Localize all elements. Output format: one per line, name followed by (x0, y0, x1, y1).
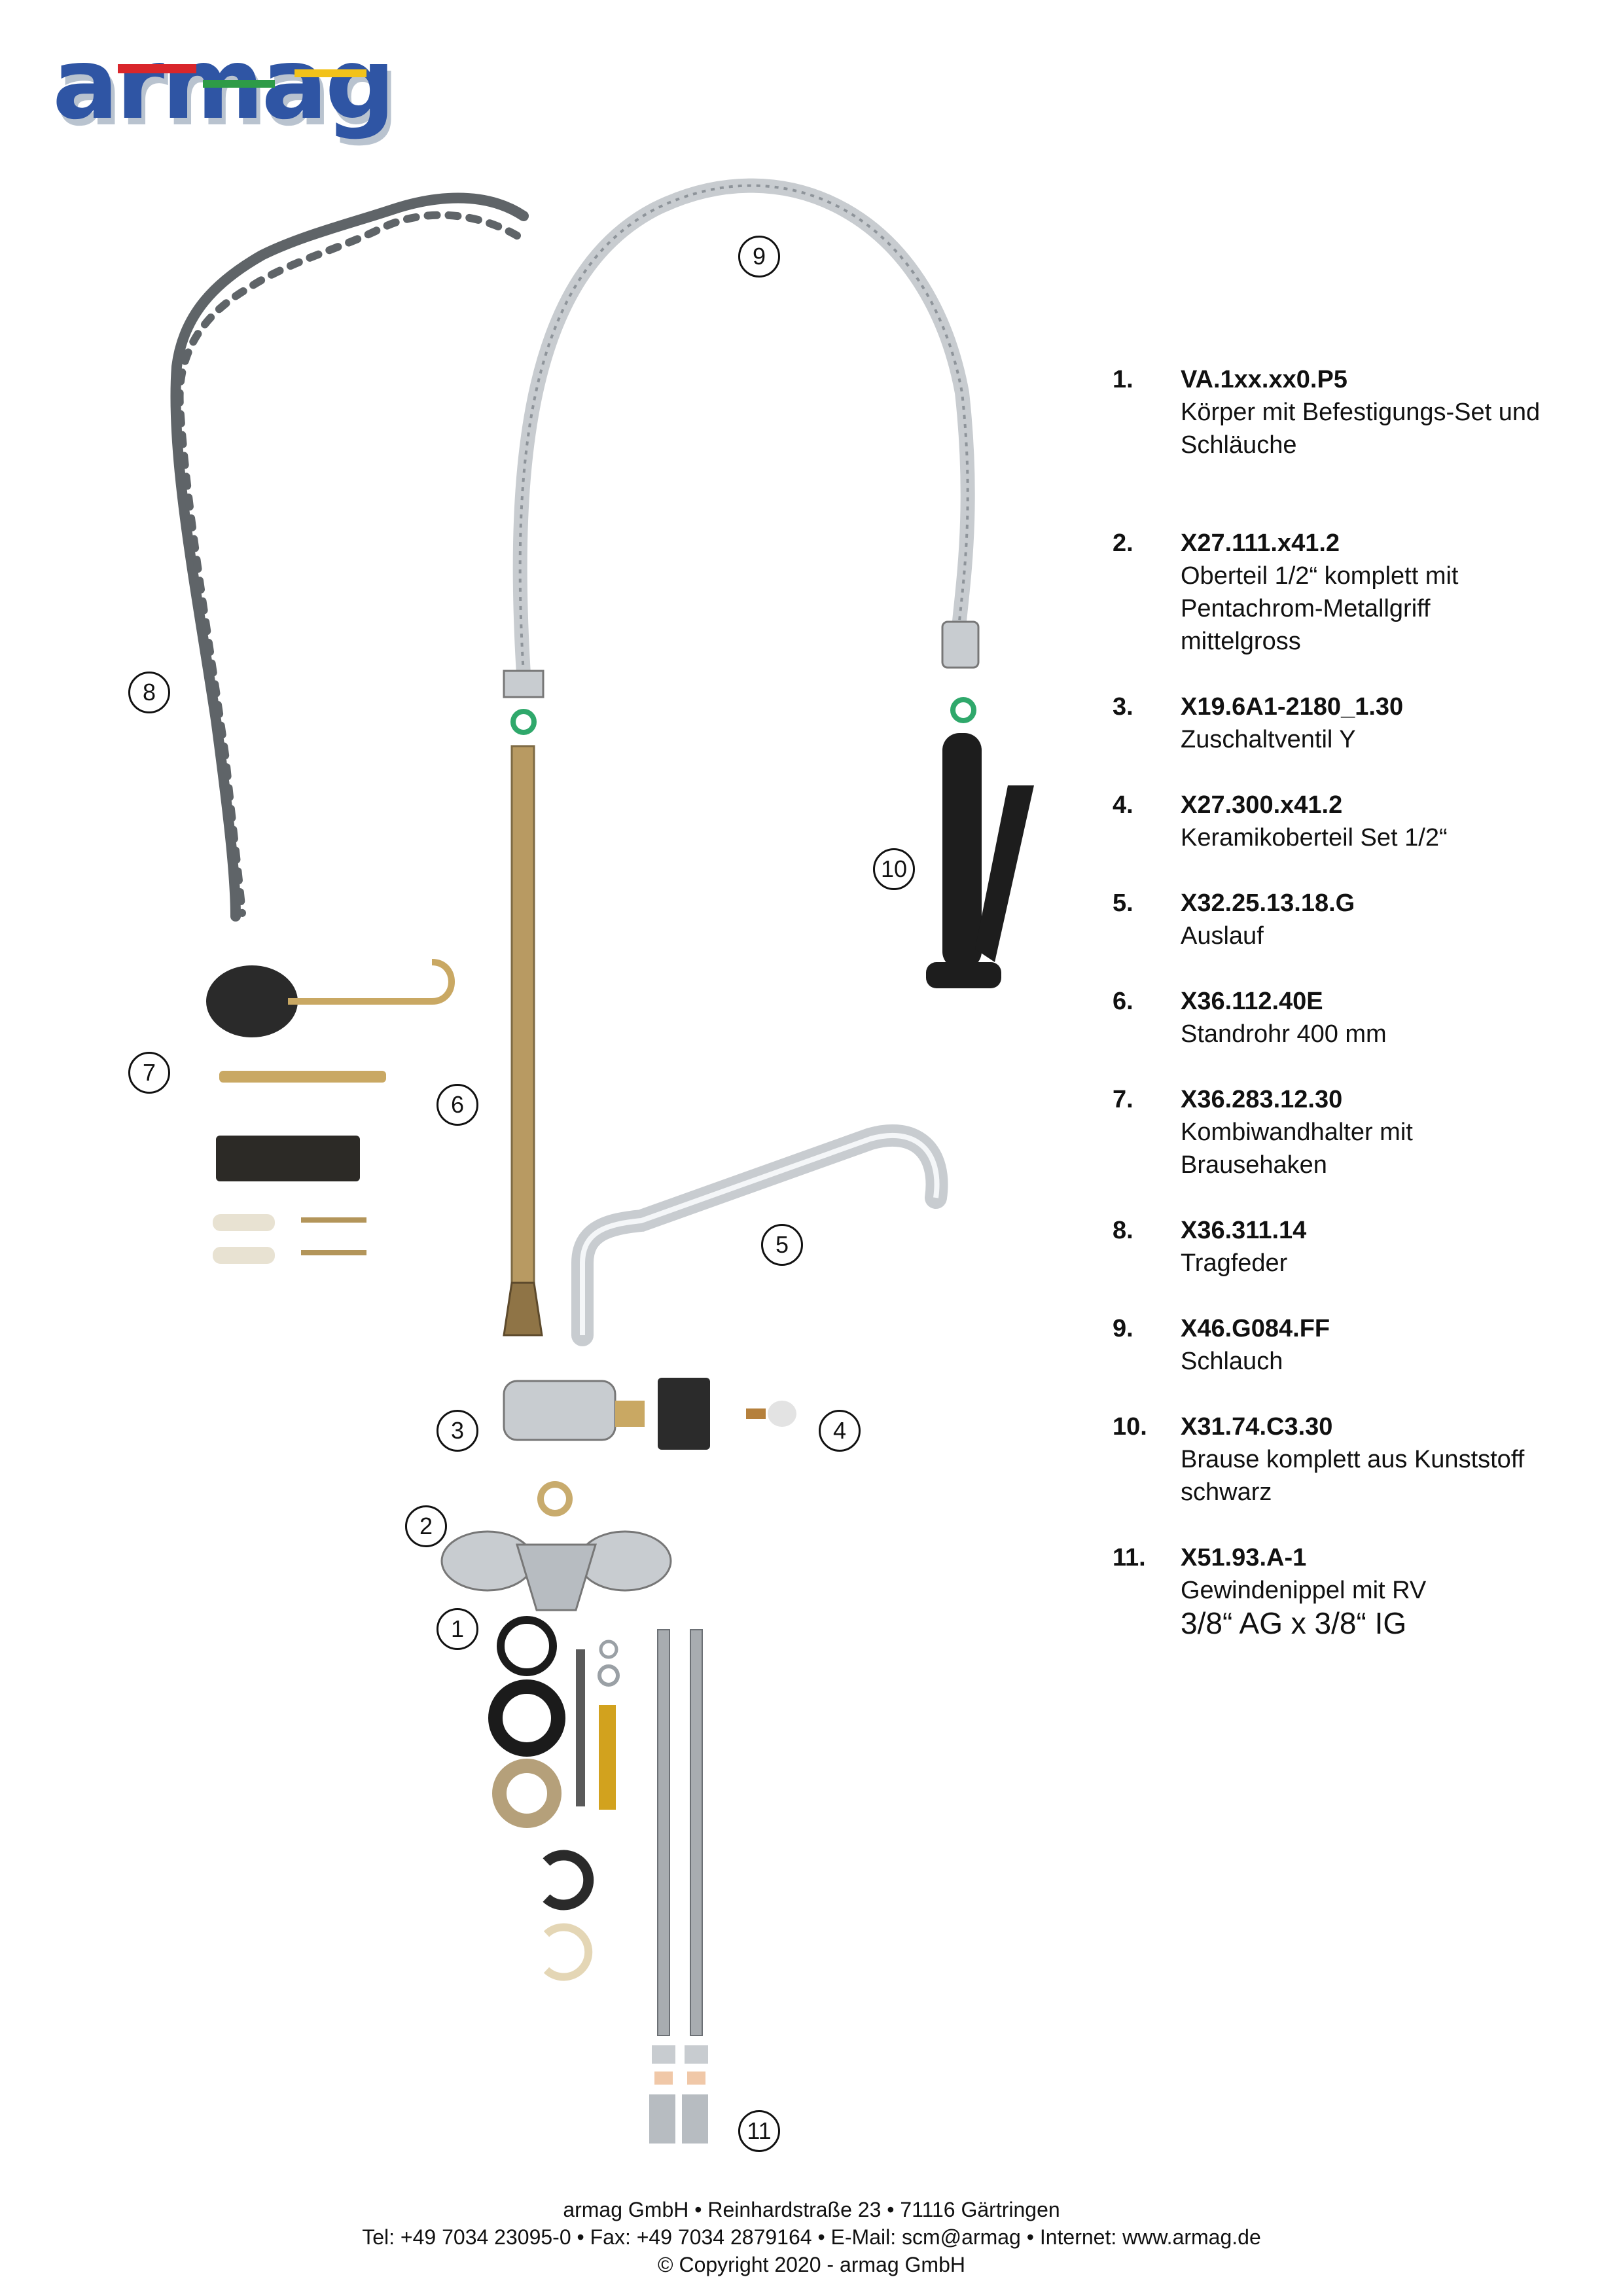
callout-2: 2 (405, 1505, 447, 1547)
part-code: X36.112.40E (1181, 988, 1323, 1015)
part-description: Standrohr 400 mm (1181, 1020, 1387, 1048)
part-description: Kombiwandhalter mit Brausehaken (1181, 1119, 1413, 1179)
part-number: 4. (1113, 791, 1133, 819)
wall-holder-part (206, 959, 455, 1264)
part-description: Oberteil 1/2“ komplett mit Pentachrom-Me… (1181, 562, 1459, 655)
part-code: X19.6A1-2180_1.30 (1181, 693, 1404, 721)
part-description: Keramikoberteil Set 1/2“ (1181, 824, 1448, 852)
part-number: 10. (1113, 1413, 1147, 1441)
spout-part (571, 1124, 948, 1346)
svg-text:armag: armag (56, 34, 397, 148)
part-number: 6. (1113, 988, 1133, 1015)
part-code: X27.111.x41.2 (1181, 529, 1340, 557)
part-number: 11. (1113, 1544, 1146, 1571)
part-description: Körper mit Befestigungs-Set und Schläuch… (1181, 399, 1541, 459)
valve-part (503, 1378, 796, 1450)
part-thread-spec: 3/8“ AG x 3/8“ IG (1181, 1606, 1407, 1640)
part-code: X31.74.C3.30 (1181, 1413, 1333, 1441)
part-number: 9. (1113, 1315, 1133, 1342)
part-number: 3. (1113, 693, 1133, 721)
callout-10: 10 (873, 848, 915, 890)
part-description: Schlauch (1181, 1348, 1283, 1375)
callout-6: 6 (437, 1084, 478, 1126)
part-description: Zuschaltventil Y (1181, 726, 1356, 753)
part-description: Gewindenippel mit RV (1181, 1577, 1427, 1604)
callout-4: 4 (819, 1410, 861, 1452)
callout-9: 9 (738, 236, 780, 278)
part-number: 2. (1113, 529, 1133, 557)
callout-8: 8 (128, 672, 170, 713)
supply-hoses-part (649, 1629, 708, 2144)
part-code: X27.300.x41.2 (1181, 791, 1343, 819)
callout-5: 5 (761, 1224, 803, 1266)
spring-part (170, 192, 529, 922)
armag-logo: armag armag (52, 27, 399, 148)
part-number: 7. (1113, 1086, 1133, 1113)
footer-address: armag GmbH • Reinhardstraße 23 • 71116 G… (563, 2198, 1060, 2221)
part-description: Auslauf (1181, 922, 1264, 950)
body-part (440, 1530, 672, 1981)
footer-copyright: © Copyright 2020 - armag GmbH (658, 2253, 965, 2276)
footer-contact: Tel: +49 7034 23095-0 • Fax: +49 7034 28… (362, 2225, 1261, 2249)
part-number: 8. (1113, 1217, 1133, 1244)
part-code: X46.G084.FF (1181, 1315, 1330, 1342)
part-code: VA.1xx.xx0.P5 (1181, 366, 1347, 393)
callout-7: 7 (128, 1052, 170, 1094)
callout-1: 1 (437, 1608, 478, 1650)
part-code: X36.311.14 (1181, 1217, 1307, 1244)
standpipe-part (510, 745, 535, 1291)
callout-3: 3 (437, 1410, 478, 1452)
part-description: Brause komplett aus Kunststoff schwarz (1181, 1446, 1525, 1506)
part-number: 5. (1113, 889, 1133, 917)
part-description: Tragfeder (1181, 1249, 1288, 1277)
spray-head-part (926, 733, 1034, 988)
footer: armag GmbH • Reinhardstraße 23 • 71116 G… (0, 2196, 1623, 2278)
part-code: X32.25.13.18.G (1181, 889, 1355, 917)
part-number: 1. (1113, 366, 1133, 393)
part-code: X51.93.A-1 (1181, 1544, 1307, 1571)
callout-11: 11 (738, 2110, 780, 2152)
part-code: X36.283.12.30 (1181, 1086, 1343, 1113)
